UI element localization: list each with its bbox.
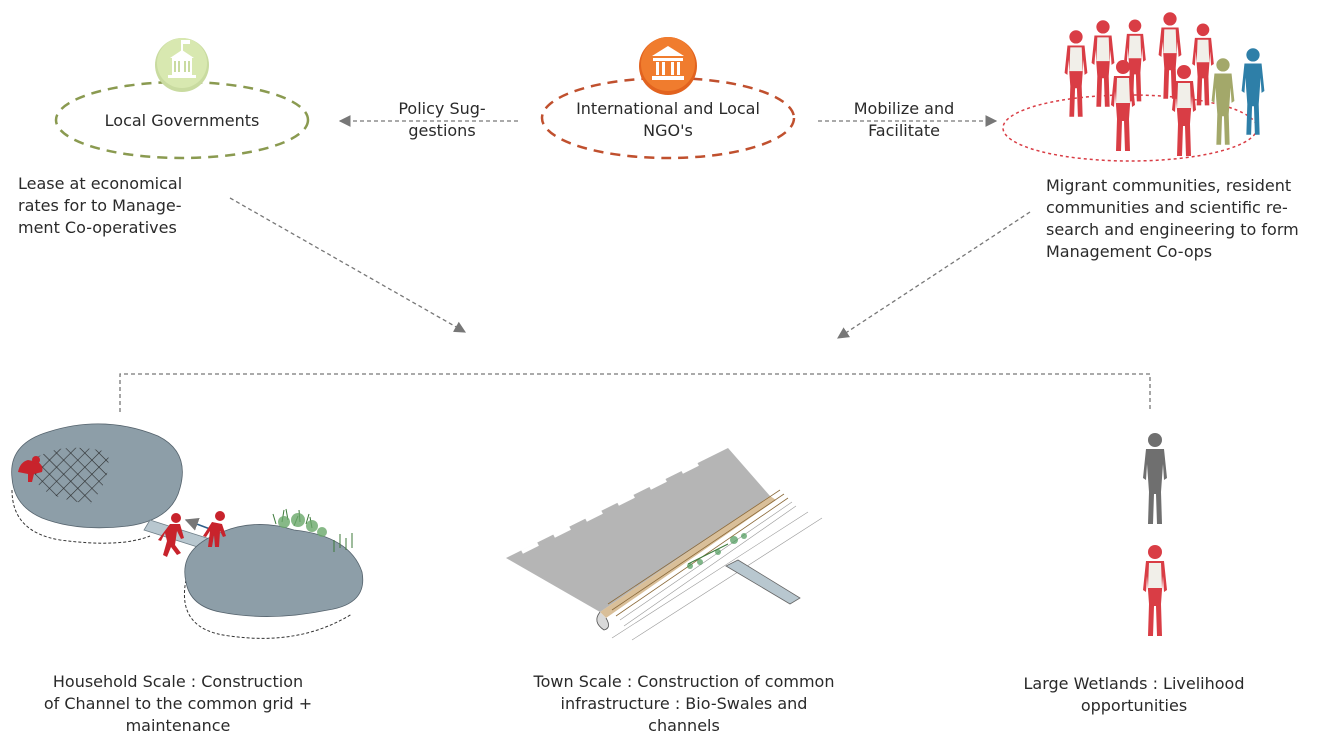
outcome-caption-town: Town Scale : Construction of common infr…	[533, 672, 835, 735]
policy-suggestions-label: Policy Sug- gestions	[398, 99, 486, 140]
outcome-caption-household: Household Scale : Construction of Channe…	[43, 672, 313, 735]
outcome-bracket	[119, 373, 1151, 412]
arrow-migrant	[837, 211, 1031, 339]
household-islands-illustration	[11, 423, 364, 639]
migrant-note: Migrant communities, resident communitie…	[1046, 176, 1299, 261]
connector-arrows	[229, 115, 1031, 339]
people-group-icon	[1064, 12, 1265, 156]
standing-people-illustration	[1143, 433, 1167, 636]
lease-note: Lease at economical rates for to Manage-…	[18, 174, 183, 237]
mobilize-facilitate-label: Mobilize and Facilitate	[853, 99, 955, 140]
road-bioswale-illustration	[506, 448, 823, 641]
node-ngo	[540, 37, 796, 160]
local-governments-label: Local Governments	[104, 111, 260, 130]
node-communities	[1002, 12, 1265, 162]
government-building-icon	[155, 38, 209, 92]
institution-icon	[639, 37, 697, 95]
ngo-label: International and Local NGO's	[576, 99, 760, 140]
outcome-caption-wetlands: Large Wetlands : Livelihood opportunitie…	[1023, 674, 1245, 715]
node-local-governments	[54, 38, 310, 160]
arrow-lease	[229, 197, 467, 333]
